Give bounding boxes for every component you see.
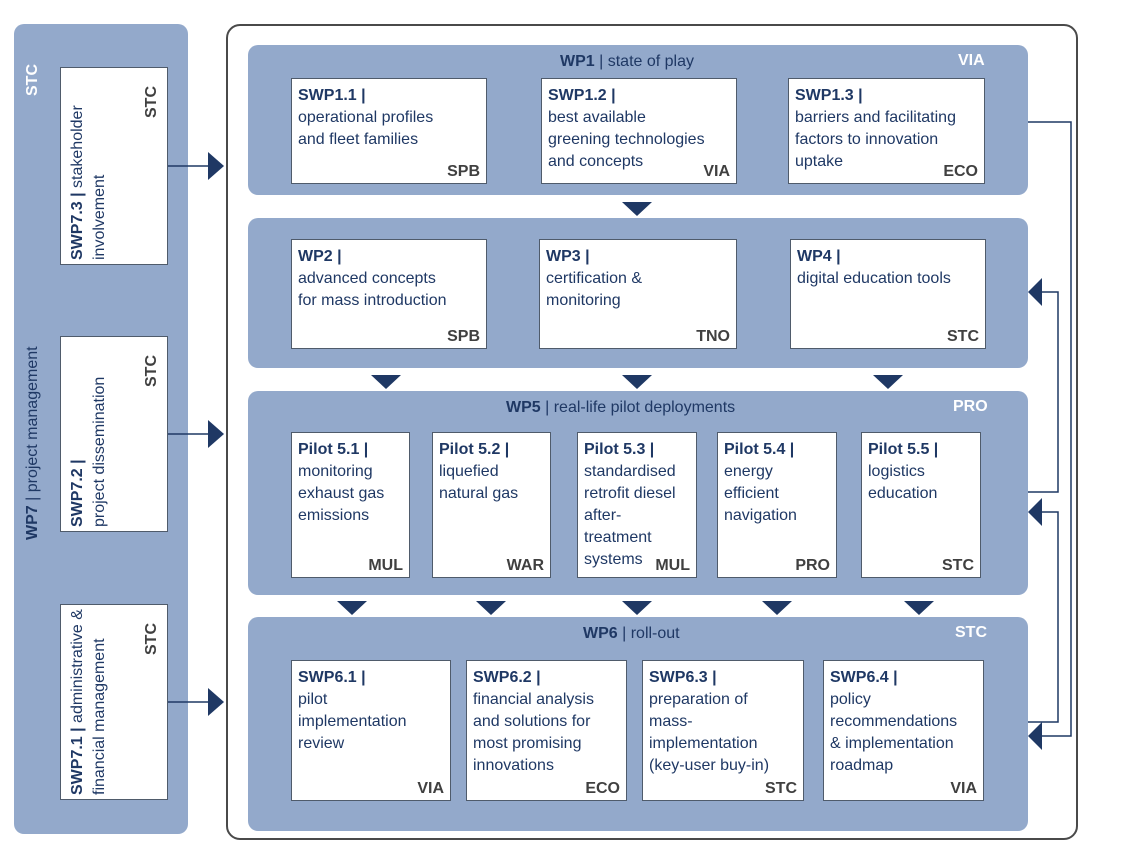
pilot-5-4-title: Pilot 5.4 | (724, 441, 795, 458)
swp6-4-box: SWP6.4 | policy recommendations & implem… (823, 660, 984, 801)
pilot-5-3-code: MUL (655, 557, 690, 574)
swp6-2-title: SWP6.2 | (473, 669, 541, 686)
wp5-title-bold: WP5 (506, 399, 541, 416)
arrow-pilot5-down (904, 601, 934, 615)
swp1-1-box: SWP1.1 | operational profiles and fleet … (291, 78, 487, 184)
swp1-1-text: operational profiles and fleet families (298, 109, 434, 148)
swp1-2-code: VIA (703, 163, 730, 180)
wp2-code: SPB (447, 328, 480, 345)
wp3-title: WP3 | (546, 248, 590, 265)
pilot-5-1-box: Pilot 5.1 | monitoring exhaust gas emiss… (291, 432, 410, 578)
pilot-5-1-text: monitoring exhaust gas emissions (298, 463, 385, 524)
arrow-swp7-2 (208, 420, 224, 448)
swp1-2-title: SWP1.2 | (548, 87, 616, 104)
arrow-feedback-wp6 (1028, 722, 1042, 750)
swp1-3-box: SWP1.3 | barriers and facilitating facto… (788, 78, 985, 184)
arrow-wp4-down (873, 375, 903, 389)
swp6-2-code: ECO (585, 780, 620, 797)
arrow-wp2-down (371, 375, 401, 389)
wp4-box: WP4 | digital education tools STC (790, 239, 986, 349)
arrow-wp3-down (622, 375, 652, 389)
swp7-3-box: SWP7.3 | stakeholder involvement STC (60, 67, 168, 265)
swp6-4-title: SWP6.4 | (830, 669, 898, 686)
swp6-4-code: VIA (950, 780, 977, 797)
arrow-pilot3-down (622, 601, 652, 615)
wp1-title: WP1 | state of play (560, 53, 694, 71)
swp6-3-title: SWP6.3 | (649, 669, 717, 686)
line-wp6-to-wp5 (1028, 511, 1059, 723)
pilot-5-5-code: STC (942, 557, 974, 574)
swp6-1-code: VIA (417, 780, 444, 797)
swp1-2-text: best available greening technologies and… (548, 109, 705, 170)
line-wp1-feedback (1028, 121, 1072, 737)
wp2-text: advanced concepts for mass introduction (298, 270, 447, 309)
swp6-2-text: financial analysis and solutions for mos… (473, 691, 594, 774)
wp4-title: WP4 | (797, 248, 841, 265)
pilot-5-1-title: Pilot 5.1 | (298, 441, 369, 458)
pilot-5-2-title: Pilot 5.2 | (439, 441, 510, 458)
swp6-1-box: SWP6.1 | pilot implementation review VIA (291, 660, 451, 801)
pilot-5-5-title: Pilot 5.5 | (868, 441, 939, 458)
wp6-title-rest: | roll-out (617, 625, 680, 642)
pilot-5-2-code: WAR (506, 557, 544, 574)
arrow-wp1-down (622, 202, 652, 216)
arrow-feedback-wp234 (1028, 278, 1042, 306)
arrow-swp7-1 (208, 688, 224, 716)
swp6-1-text: pilot implementation review (298, 691, 407, 752)
pilot-5-4-box: Pilot 5.4 | energy efficient navigation … (717, 432, 837, 578)
swp6-4-text: policy recommendations & implementation … (830, 691, 958, 774)
wp3-text: certification & monitoring (546, 270, 643, 309)
pilot-5-4-code: PRO (795, 557, 830, 574)
swp6-2-box: SWP6.2 | financial analysis and solution… (466, 660, 627, 801)
arrow-feedback-wp5 (1028, 498, 1042, 526)
wp5-corner-code: PRO (953, 398, 988, 415)
wp5-title: WP5 | real-life pilot deployments (506, 399, 735, 417)
wp4-text: digital education tools (797, 270, 951, 287)
wp1-title-rest: | state of play (594, 53, 694, 70)
swp6-3-code: STC (765, 780, 797, 797)
wp1-corner-code: VIA (958, 52, 985, 69)
swp1-2-box: SWP1.2 | best available greening technol… (541, 78, 737, 184)
arrow-pilot2-down (476, 601, 506, 615)
pilot-5-3-text: standardised retrofit diesel after- trea… (584, 463, 676, 568)
swp1-1-code: SPB (447, 163, 480, 180)
swp7-1-box: SWP7.1 | administrative & financial mana… (60, 604, 168, 800)
pilot-5-4-text: energy efficient navigation (724, 463, 797, 524)
swp7-2-box: SWP7.2 | project dissemination STC (60, 336, 168, 532)
wp6-title-bold: WP6 (583, 625, 618, 642)
line-wp5-to-wp234 (1028, 291, 1059, 493)
wp2-title: WP2 | (298, 248, 342, 265)
wp3-box: WP3 | certification & monitoring TNO (539, 239, 737, 349)
swp1-3-title: SWP1.3 | (795, 87, 863, 104)
wp4-code: STC (947, 328, 979, 345)
arrow-swp7-3 (208, 152, 224, 180)
wp1-title-bold: WP1 (560, 53, 595, 70)
swp1-3-text: barriers and facilitating factors to inn… (795, 109, 956, 170)
pilot-5-5-text: logistics education (868, 463, 938, 502)
pilot-5-3-box: Pilot 5.3 | standardised retrofit diesel… (577, 432, 697, 578)
pilot-5-1-code: MUL (368, 557, 403, 574)
pilot-5-2-text: liquefied natural gas (439, 463, 519, 502)
wp3-code: TNO (696, 328, 730, 345)
pilot-5-3-title: Pilot 5.3 | (584, 441, 655, 458)
pilot-5-5-box: Pilot 5.5 | logistics education STC (861, 432, 981, 578)
arrow-pilot1-down (337, 601, 367, 615)
swp1-1-title: SWP1.1 | (298, 87, 366, 104)
swp6-1-title: SWP6.1 | (298, 669, 366, 686)
wp2-box: WP2 | advanced concepts for mass introdu… (291, 239, 487, 349)
wp6-corner-code: STC (955, 624, 987, 641)
pilot-5-2-box: Pilot 5.2 | liquefied natural gas WAR (432, 432, 551, 578)
arrow-pilot4-down (762, 601, 792, 615)
swp1-3-code: ECO (943, 163, 978, 180)
wp6-title: WP6 | roll-out (583, 625, 680, 643)
wp5-title-rest: | real-life pilot deployments (540, 399, 736, 416)
swp6-3-box: SWP6.3 | preparation of mass- implementa… (642, 660, 804, 801)
swp6-3-text: preparation of mass- implementation (key… (649, 691, 770, 774)
